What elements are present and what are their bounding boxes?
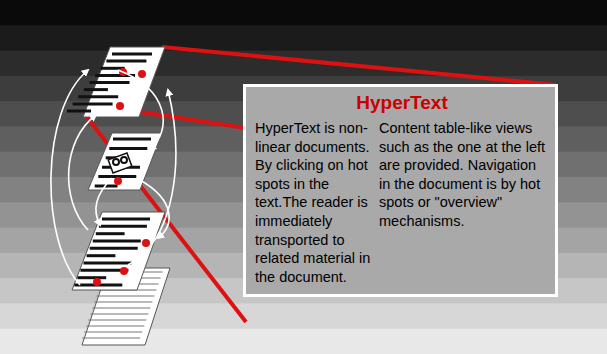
background-band [0, 25, 607, 51]
text-line [77, 276, 106, 279]
box-title: HyperText [255, 91, 549, 115]
hatch-line [82, 338, 140, 339]
text-line [90, 81, 130, 84]
page-three [72, 212, 165, 290]
background-band [0, 0, 607, 26]
text-line [73, 102, 113, 105]
description-box: HyperTextHyperText is non-linear documen… [243, 84, 558, 297]
text-line [113, 138, 151, 141]
text-line [109, 147, 147, 150]
text-line [90, 247, 138, 250]
navigation-arrows [51, 70, 176, 285]
hatch-line [84, 332, 142, 333]
hatch-line [88, 320, 146, 321]
body-text: HyperText is non-linear documents. By cl… [255, 119, 377, 286]
text-line [84, 88, 108, 91]
text-line [96, 232, 125, 235]
hatch-line [86, 326, 144, 327]
hatch-line [94, 302, 152, 303]
text-line [93, 240, 141, 243]
text-line [99, 225, 147, 228]
page-two [88, 133, 162, 190]
text-line [84, 262, 132, 265]
hatch-line [90, 314, 148, 315]
text-line [102, 218, 150, 221]
text-line [106, 60, 146, 63]
text-columns: HyperText is non-linear documents. By cl… [255, 119, 549, 286]
background-band [0, 303, 607, 329]
hatch-line [97, 296, 155, 297]
text-line [87, 254, 116, 257]
body-text: Content table-like views such as the one… [379, 119, 549, 286]
text-line [112, 53, 152, 56]
page-one [67, 47, 165, 117]
hatch-line [92, 308, 150, 309]
background-band [0, 51, 607, 77]
text-line [67, 110, 91, 113]
text-line [78, 95, 118, 98]
